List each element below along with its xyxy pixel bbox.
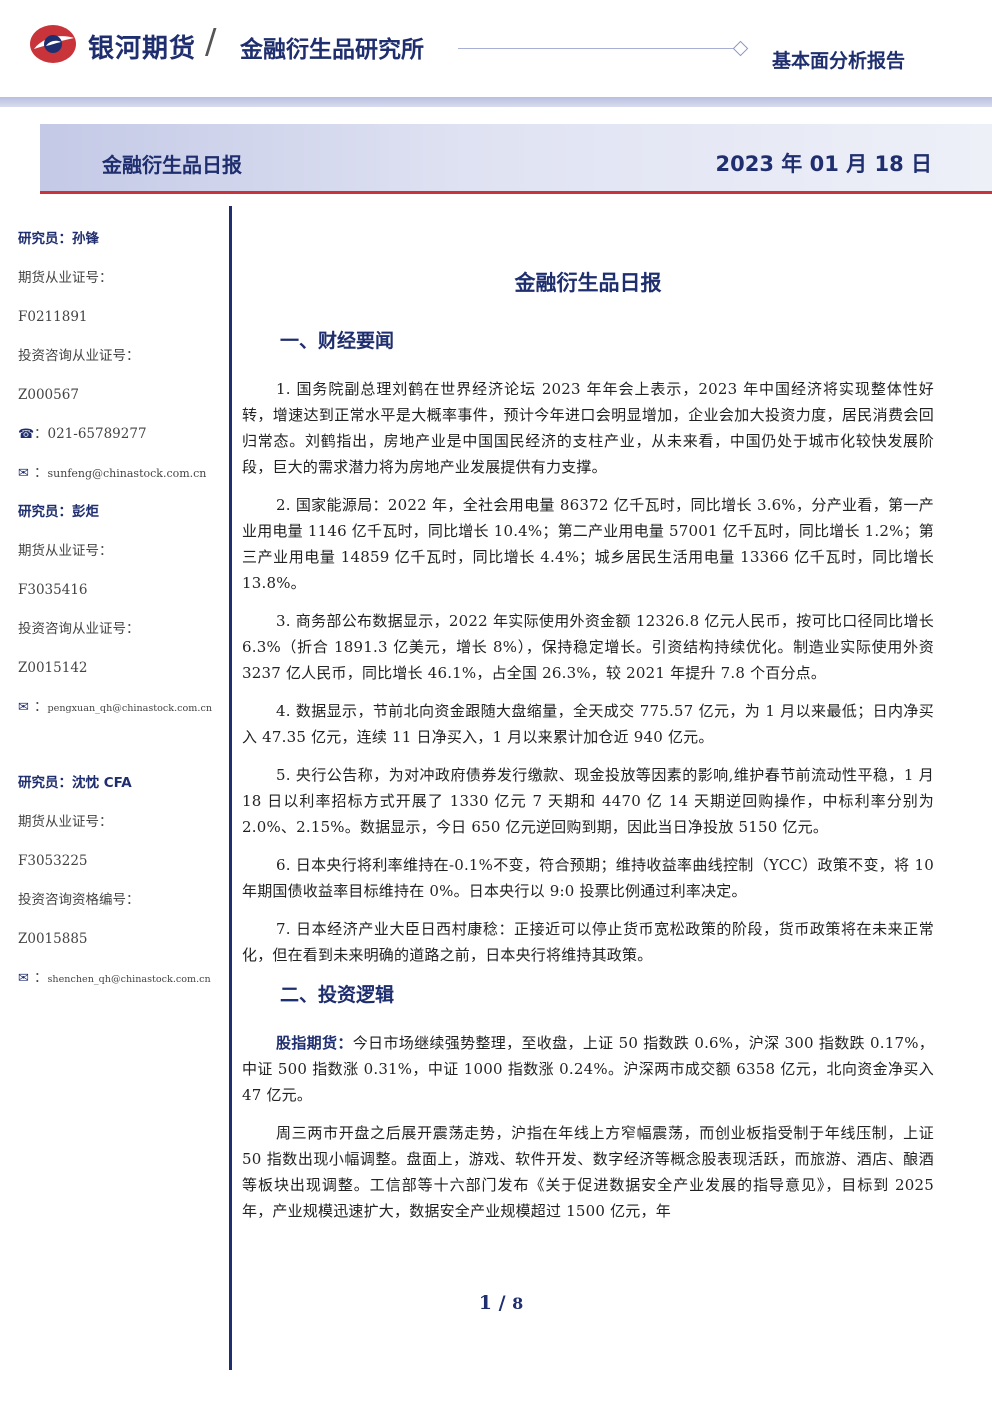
- logic-paragraph: 股指期货：今日市场继续强势整理，至收盘，上证 50 指数跌 0.6%，沪深 30…: [242, 1030, 934, 1108]
- consult-id: Z000567: [18, 387, 79, 403]
- section-heading-news: 一、财经要闻: [280, 330, 395, 352]
- news-item: 3. 商务部公布数据显示，2022 年实际使用外资金额 12326.8 亿元人民…: [242, 612, 934, 682]
- analyst-card: 研究员：孙锋 期货从业证号： F0211891 投资咨询从业证号： Z00056…: [18, 226, 223, 499]
- futures-id: F0211891: [18, 309, 88, 325]
- consult-label: 投资咨询从业证号：: [18, 348, 140, 364]
- consult-label: 投资咨询资格编号：: [18, 892, 140, 908]
- email-icon: ✉: [18, 971, 29, 986]
- header-band: [0, 97, 992, 107]
- brand-name: 银河期货: [88, 34, 197, 64]
- consult-id: Z0015142: [18, 660, 88, 676]
- report-date: 2023 年 01 月 18 日: [715, 152, 932, 176]
- header-deco-line: [458, 48, 734, 49]
- futures-label: 期货从业证号：: [18, 543, 113, 559]
- current-page: 1: [478, 1292, 492, 1314]
- analyst-card: 研究员：彭炬 期货从业证号： F3035416 投资咨询从业证号： Z00151…: [18, 499, 223, 733]
- email-address[interactable]: shenchen_qh@chinastock.com.cn: [47, 974, 211, 985]
- email-row[interactable]: ✉：pengxuan_qh@chinastock.com.cn: [18, 694, 223, 733]
- institute-name: 金融衍生品研究所: [240, 37, 424, 63]
- phone-row: ☎：021-65789277: [18, 421, 223, 460]
- analyst-name: 研究员：孙锋: [18, 231, 99, 247]
- total-pages: 8: [512, 1294, 524, 1313]
- header-slash: /: [205, 22, 217, 62]
- futures-label: 期货从业证号：: [18, 270, 113, 286]
- phone-number: 021-65789277: [47, 426, 147, 442]
- report-name: 金融衍生品日报: [102, 153, 242, 177]
- logic-paragraph: 周三两市开盘之后展开震荡走势，沪指在年线上方窄幅震荡，而创业板指受制于年线压制，…: [242, 1124, 934, 1220]
- diamond-icon: [732, 40, 749, 57]
- page-number: 1 / 8: [0, 1292, 992, 1314]
- page-header: 银河期货 / 金融衍生品研究所 基本面分析报告: [0, 0, 992, 110]
- vertical-divider: [229, 206, 232, 1370]
- analyst-sidebar: 研究员：孙锋 期货从业证号： F0211891 投资咨询从业证号： Z00056…: [18, 226, 223, 1004]
- analyst-name: 研究员：彭炬: [18, 504, 99, 520]
- section-heading-logic: 二、投资逻辑: [280, 984, 395, 1006]
- news-item: 2. 国家能源局：2022 年，全社会用电量 86372 亿千瓦时，同比增长 3…: [242, 496, 934, 592]
- document-title: 金融衍生品日报: [514, 271, 662, 295]
- page-separator: /: [491, 1292, 513, 1314]
- news-item: 5. 央行公告称，为对冲政府债券发行缴款、现金投放等因素的影响,维护春节前流动性…: [242, 766, 934, 836]
- analyst-name: 研究员：沈忱 CFA: [18, 775, 132, 791]
- email-icon: ✉: [18, 700, 29, 715]
- paragraph-lead: 股指期货：: [276, 1034, 353, 1052]
- paragraph-body: 今日市场继续强势整理，至收盘，上证 50 指数跌 0.6%，沪深 300 指数跌…: [242, 1034, 934, 1104]
- consult-id: Z0015885: [18, 931, 88, 947]
- main-content: 金融衍生品日报 一、财经要闻 1. 国务院副总理刘鹤在世界经济论坛 2023 年…: [242, 264, 934, 1236]
- email-icon: ✉: [18, 466, 29, 481]
- report-type: 基本面分析报告: [772, 50, 906, 72]
- galaxy-logo-icon: [30, 25, 76, 63]
- consult-label: 投资咨询从业证号：: [18, 621, 140, 637]
- email-address[interactable]: pengxuan_qh@chinastock.com.cn: [47, 703, 213, 714]
- futures-id: F3053225: [18, 853, 88, 869]
- futures-label: 期货从业证号：: [18, 814, 113, 830]
- news-item: 4. 数据显示，节前北向资金跟随大盘缩量，全天成交 775.57 亿元，为 1 …: [242, 702, 934, 746]
- news-item: 6. 日本央行将利率维持在-0.1%不变，符合预期；维持收益率曲线控制（YCC）…: [242, 856, 934, 900]
- title-bar: 金融衍生品日报 2023 年 01 月 18 日: [40, 124, 992, 194]
- email-row[interactable]: ✉：sunfeng@chinastock.com.cn: [18, 460, 223, 499]
- email-row[interactable]: ✉：shenchen_qh@chinastock.com.cn: [18, 965, 223, 1004]
- news-item: 7. 日本经济产业大臣日西村康稔：正接近可以停止货币宽松政策的阶段，货币政策将在…: [242, 920, 934, 964]
- email-address[interactable]: sunfeng@chinastock.com.cn: [47, 467, 207, 480]
- futures-id: F3035416: [18, 582, 88, 598]
- news-item: 1. 国务院副总理刘鹤在世界经济论坛 2023 年年会上表示，2023 年中国经…: [242, 380, 934, 476]
- analyst-card: 研究员：沈忱 CFA 期货从业证号： F3053225 投资咨询资格编号： Z0…: [18, 770, 223, 1004]
- phone-icon: ☎: [18, 427, 35, 442]
